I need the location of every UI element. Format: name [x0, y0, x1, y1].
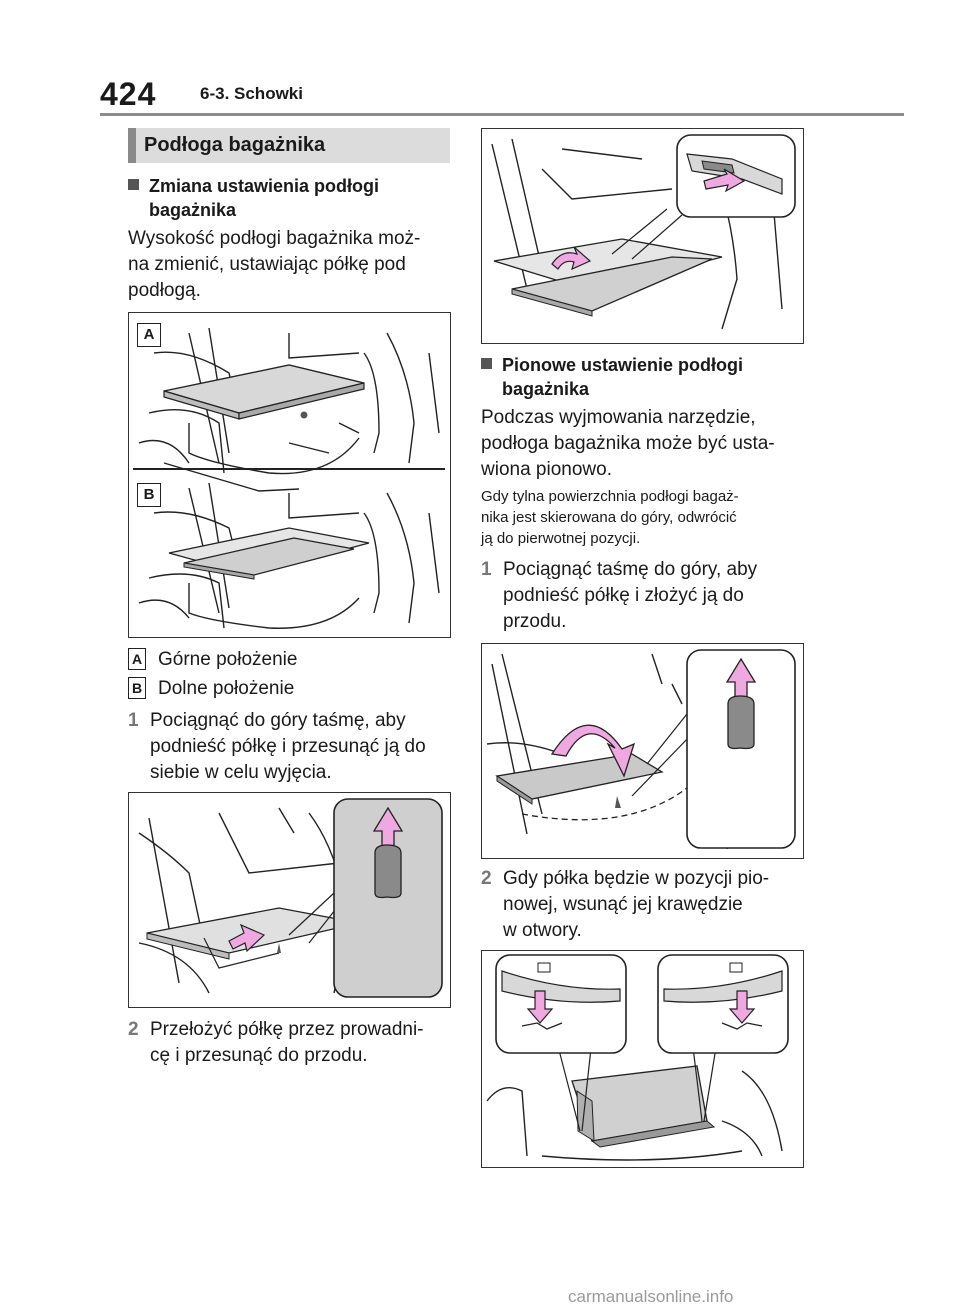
- step-2-slide-shelf: 2 Przełożyć półkę przez prowadni- cę i p…: [128, 1019, 424, 1066]
- legend-text-b: Dolne położenie: [158, 678, 295, 699]
- figure-label-b: B: [137, 483, 161, 507]
- legend-key-b: B: [128, 677, 146, 699]
- note-paragraph: Gdy tylna powierzchnia podłogi bagaż- ni…: [481, 488, 739, 547]
- heading-bullet-icon: [481, 358, 492, 369]
- section-breadcrumb: 6-3. Schowki: [200, 84, 303, 103]
- step-number: 1: [128, 710, 139, 731]
- section-title: Podłoga bagażnika: [128, 128, 450, 163]
- legend-text-a: Górne położenie: [158, 649, 298, 670]
- figure-insert-edges: [481, 950, 804, 1168]
- trunk-insert-illustration: [486, 954, 789, 1161]
- heading-vertical-floor: Pionowe ustawienie podłogi bagażnika: [481, 353, 811, 401]
- trunk-illustration: [133, 327, 445, 629]
- step-1-fold-shelf: 1 Pociągnąć taśmę do góry, aby podnieść …: [481, 559, 758, 632]
- figure-fold-shelf: [481, 643, 804, 859]
- step-number: 2: [128, 1019, 139, 1040]
- step-2-insert-edges: 2 Gdy półka będzie w pozycji pio- nowej,…: [481, 868, 770, 941]
- trunk-pull-illustration: [138, 798, 443, 998]
- trunk-fold-illustration: [486, 649, 796, 850]
- heading-bullet-icon: [128, 179, 139, 190]
- figure-label-a: A: [137, 323, 161, 347]
- step-1-remove-shelf: 1 Pociągnąć do góry taśmę, aby podnieść …: [128, 710, 426, 783]
- step-number: 2: [481, 868, 492, 889]
- footer-watermark: carmanualsonline.info: [568, 1287, 734, 1306]
- figure-pull-strap: [128, 792, 451, 1008]
- figure-floor-positions: A B: [128, 312, 451, 638]
- header-divider: [100, 113, 904, 116]
- trunk-rail-illustration: [491, 134, 796, 330]
- legend-item-b: B Dolne położenie: [128, 677, 294, 700]
- legend-key-a: A: [128, 648, 146, 670]
- step-number: 1: [481, 559, 492, 580]
- figure-slide-rail: [481, 128, 804, 344]
- legend-item-a: A Górne położenie: [128, 648, 297, 671]
- vertical-paragraph: Podczas wyjmowania narzędzie, podłoga ba…: [481, 407, 775, 480]
- heading-floor-setting: Zmiana ustawienia podłogi bagażnika: [128, 174, 458, 222]
- intro-paragraph: Wysokość podłogi bagażnika moż- na zmien…: [128, 228, 421, 301]
- page-number: 424: [100, 76, 157, 112]
